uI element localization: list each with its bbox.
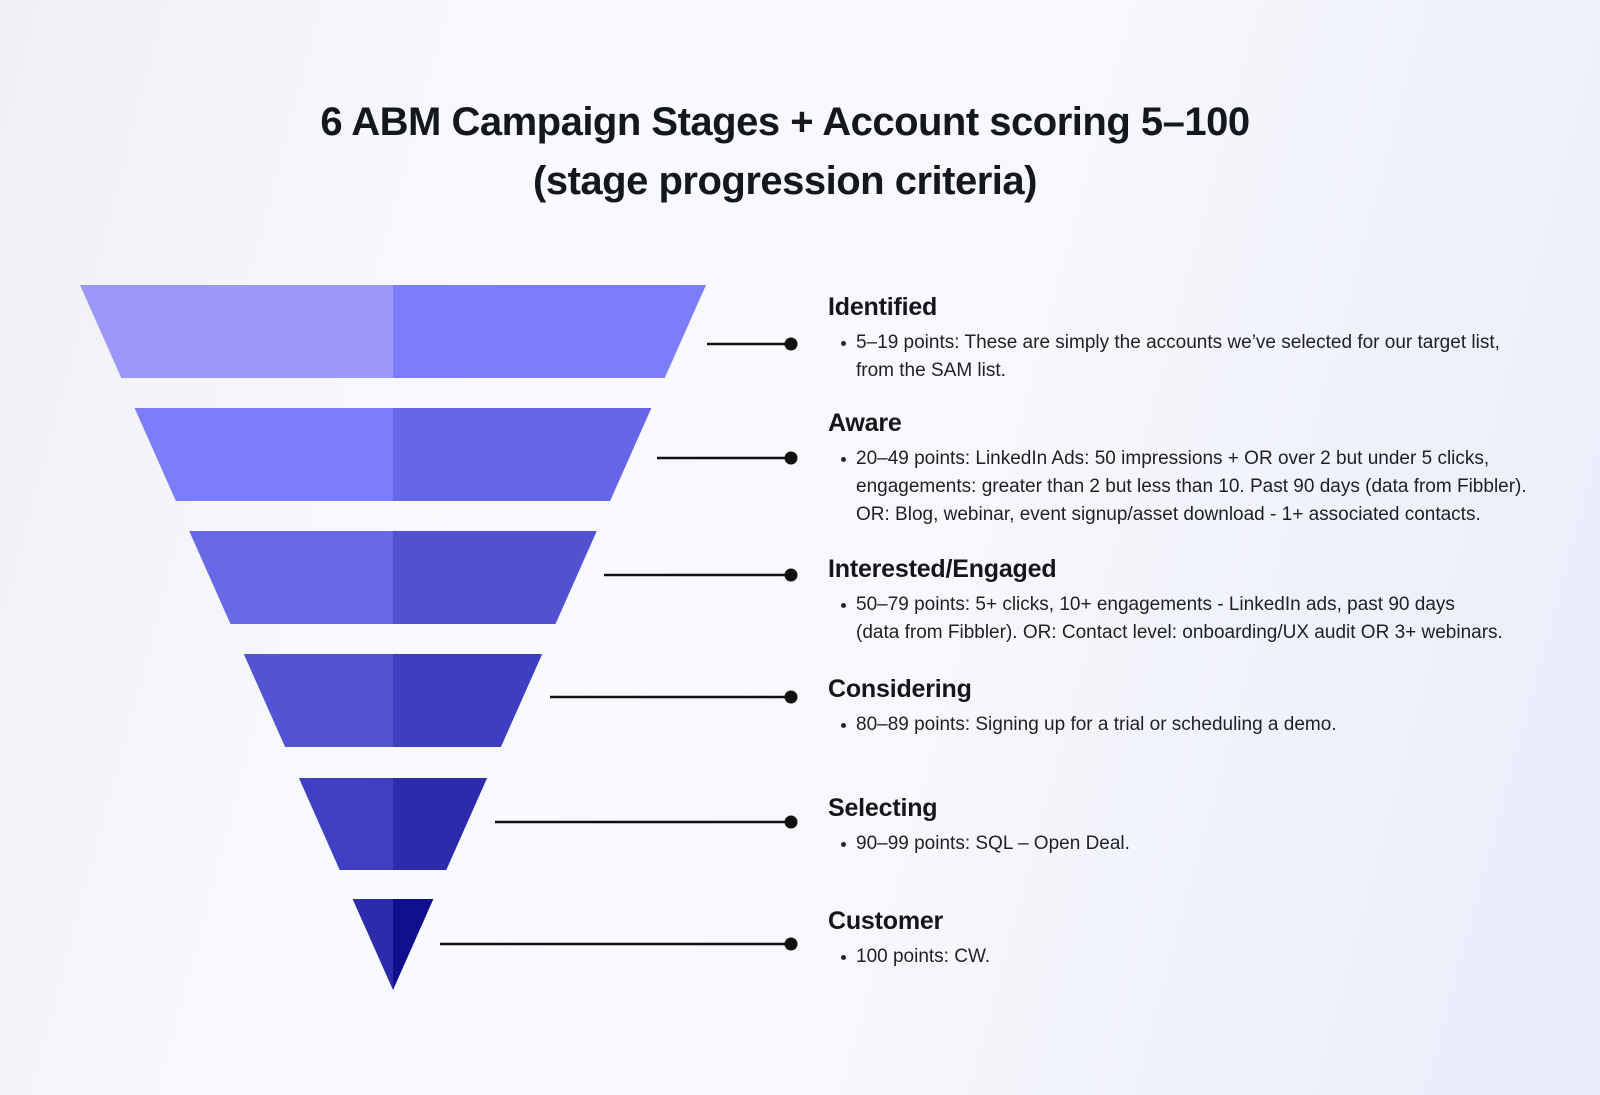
stage-block-customer: Customer 100 points: CW. bbox=[828, 906, 990, 971]
bullet-line: 90–99 points: SQL – Open Deal. bbox=[856, 833, 1130, 854]
page-title-line1: 6 ABM Campaign Stages + Account scoring … bbox=[320, 99, 1250, 144]
bullet-dot-icon bbox=[841, 842, 846, 847]
leader-dot-selecting bbox=[784, 815, 798, 829]
leader-dot-identified bbox=[784, 337, 798, 351]
leader-lines bbox=[440, 342, 786, 946]
stage-title-identified: Identified bbox=[828, 293, 938, 321]
stage-bullet-selecting: 90–99 points: SQL – Open Deal. bbox=[828, 830, 1130, 858]
bullet-line: (data from Fibbler). OR: Contact level: … bbox=[856, 622, 1503, 643]
funnel-tier-4-left bbox=[243, 654, 393, 747]
stage-block-considering: Considering 80–89 points: Signing up for… bbox=[828, 674, 1337, 739]
stage-bullet-interested: 50–79 points: 5+ clicks, 10+ engagements… bbox=[828, 591, 1503, 647]
funnel-tier-2-right bbox=[393, 408, 652, 501]
bullet-line: 100 points: CW. bbox=[856, 946, 991, 967]
page-title-line2: (stage progression criteria) bbox=[533, 158, 1037, 203]
funnel-tier-3-left bbox=[189, 531, 393, 624]
funnel-tier-5-left bbox=[298, 778, 393, 870]
stage-block-aware: Aware 20–49 points: LinkedIn Ads: 50 imp… bbox=[828, 408, 1527, 529]
bullet-line: 80–89 points: Signing up for a trial or … bbox=[856, 714, 1337, 735]
funnel-tier-3-right bbox=[393, 531, 597, 624]
stage-bullet-identified: 5–19 points: These are simply the accoun… bbox=[828, 329, 1500, 385]
page-title: 6 ABM Campaign Stages + Account scoring … bbox=[0, 93, 1600, 211]
leader-dot-customer bbox=[784, 937, 798, 951]
stage-title-customer: Customer bbox=[828, 907, 944, 935]
funnel-tier-6-right bbox=[393, 899, 434, 990]
stage-bullet-customer: 100 points: CW. bbox=[828, 943, 990, 971]
stage-bullet-aware: 20–49 points: LinkedIn Ads: 50 impressio… bbox=[828, 445, 1527, 529]
leader-dot-interested bbox=[784, 568, 798, 582]
bullet-dot-icon bbox=[841, 457, 846, 462]
stage-bullet-considering: 80–89 points: Signing up for a trial or … bbox=[828, 711, 1337, 739]
leader-dots bbox=[784, 337, 798, 951]
funnel-tier-6-left bbox=[352, 899, 393, 990]
stage-title-aware: Aware bbox=[828, 409, 902, 437]
funnel-tier-4-right bbox=[393, 654, 543, 747]
funnel-tier-2-left bbox=[134, 408, 393, 501]
bullet-dot-icon bbox=[841, 341, 846, 346]
bullet-line: 50–79 points: 5+ clicks, 10+ engagements… bbox=[856, 594, 1455, 615]
leader-dot-considering bbox=[784, 690, 798, 704]
funnel-tier-1-left bbox=[80, 285, 393, 378]
bullet-line: engagements: greater than 2 but less tha… bbox=[856, 476, 1527, 497]
bullet-line: 5–19 points: These are simply the accoun… bbox=[856, 332, 1500, 353]
stage-block-selecting: Selecting 90–99 points: SQL – Open Deal. bbox=[828, 793, 1130, 858]
stage-title-selecting: Selecting bbox=[828, 794, 938, 822]
bullet-dot-icon bbox=[841, 603, 846, 608]
stage-title-considering: Considering bbox=[828, 675, 972, 703]
bullet-line: 20–49 points: LinkedIn Ads: 50 impressio… bbox=[856, 448, 1490, 469]
bullet-dot-icon bbox=[841, 723, 846, 728]
stage-title-interested: Interested/Engaged bbox=[828, 555, 1057, 583]
bullet-line: OR: Blog, webinar, event signup/asset do… bbox=[856, 504, 1481, 525]
bullet-line: from the SAM list. bbox=[856, 360, 1006, 381]
funnel-tier-1-right bbox=[393, 285, 706, 378]
funnel-tier-5-right bbox=[393, 778, 488, 870]
stage-block-identified: Identified 5–19 points: These are simply… bbox=[828, 292, 1500, 385]
stage-block-interested: Interested/Engaged 50–79 points: 5+ clic… bbox=[828, 554, 1503, 647]
bullet-dot-icon bbox=[841, 955, 846, 960]
leader-dot-aware bbox=[784, 451, 798, 465]
